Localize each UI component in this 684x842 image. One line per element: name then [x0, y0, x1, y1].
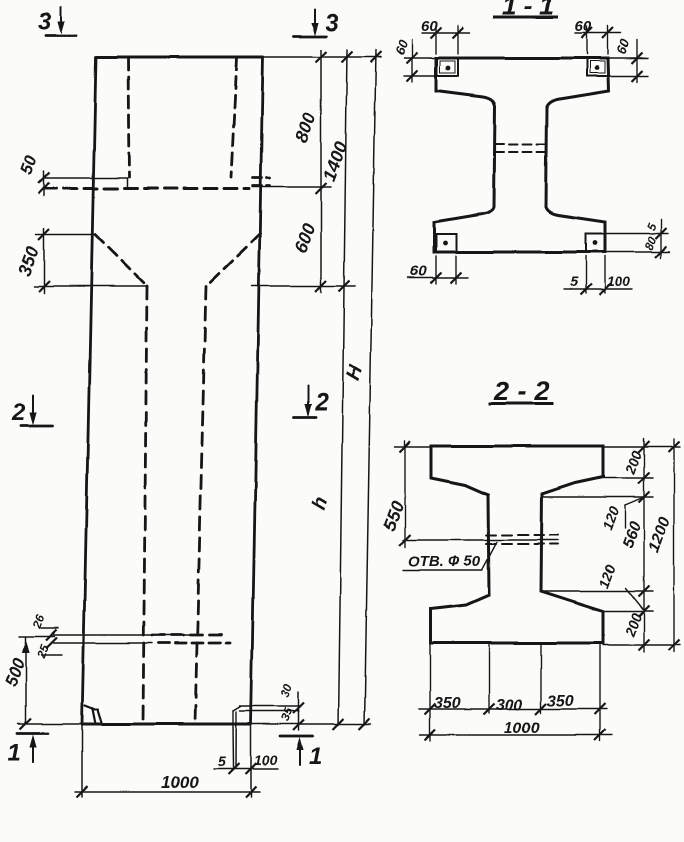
- svg-text:100: 100: [607, 273, 631, 289]
- svg-text:1: 1: [7, 739, 20, 766]
- svg-text:ОТВ. Ф 50: ОТВ. Ф 50: [408, 553, 481, 570]
- svg-text:3: 3: [38, 8, 52, 35]
- svg-text:60: 60: [392, 38, 411, 57]
- svg-text:2-2: 2-2: [493, 376, 549, 406]
- svg-text:1-1: 1-1: [502, 0, 554, 21]
- svg-text:120: 120: [596, 562, 619, 590]
- svg-text:300: 300: [496, 697, 523, 714]
- svg-text:60: 60: [575, 18, 592, 35]
- svg-text:100: 100: [254, 752, 278, 768]
- svg-text:120: 120: [599, 504, 622, 532]
- svg-text:3: 3: [325, 10, 339, 37]
- svg-text:1000: 1000: [504, 720, 540, 737]
- svg-text:60: 60: [614, 37, 633, 56]
- svg-text:5: 5: [570, 273, 578, 289]
- svg-text:350: 350: [434, 695, 461, 712]
- svg-text:200: 200: [621, 448, 644, 477]
- svg-text:25: 25: [33, 642, 51, 661]
- svg-text:200: 200: [621, 610, 644, 639]
- svg-text:60: 60: [421, 18, 438, 35]
- svg-text:1: 1: [309, 743, 322, 770]
- svg-text:35: 35: [278, 705, 296, 723]
- svg-text:1000: 1000: [161, 773, 199, 792]
- svg-text:2: 2: [11, 399, 26, 426]
- svg-text:60: 60: [410, 263, 427, 280]
- svg-text:5: 5: [644, 221, 660, 232]
- svg-text:5: 5: [218, 753, 226, 769]
- svg-text:26: 26: [29, 612, 47, 631]
- svg-text:30: 30: [278, 681, 296, 699]
- svg-text:2: 2: [314, 389, 329, 416]
- svg-text:350: 350: [547, 693, 574, 710]
- svg-text:80: 80: [642, 234, 660, 252]
